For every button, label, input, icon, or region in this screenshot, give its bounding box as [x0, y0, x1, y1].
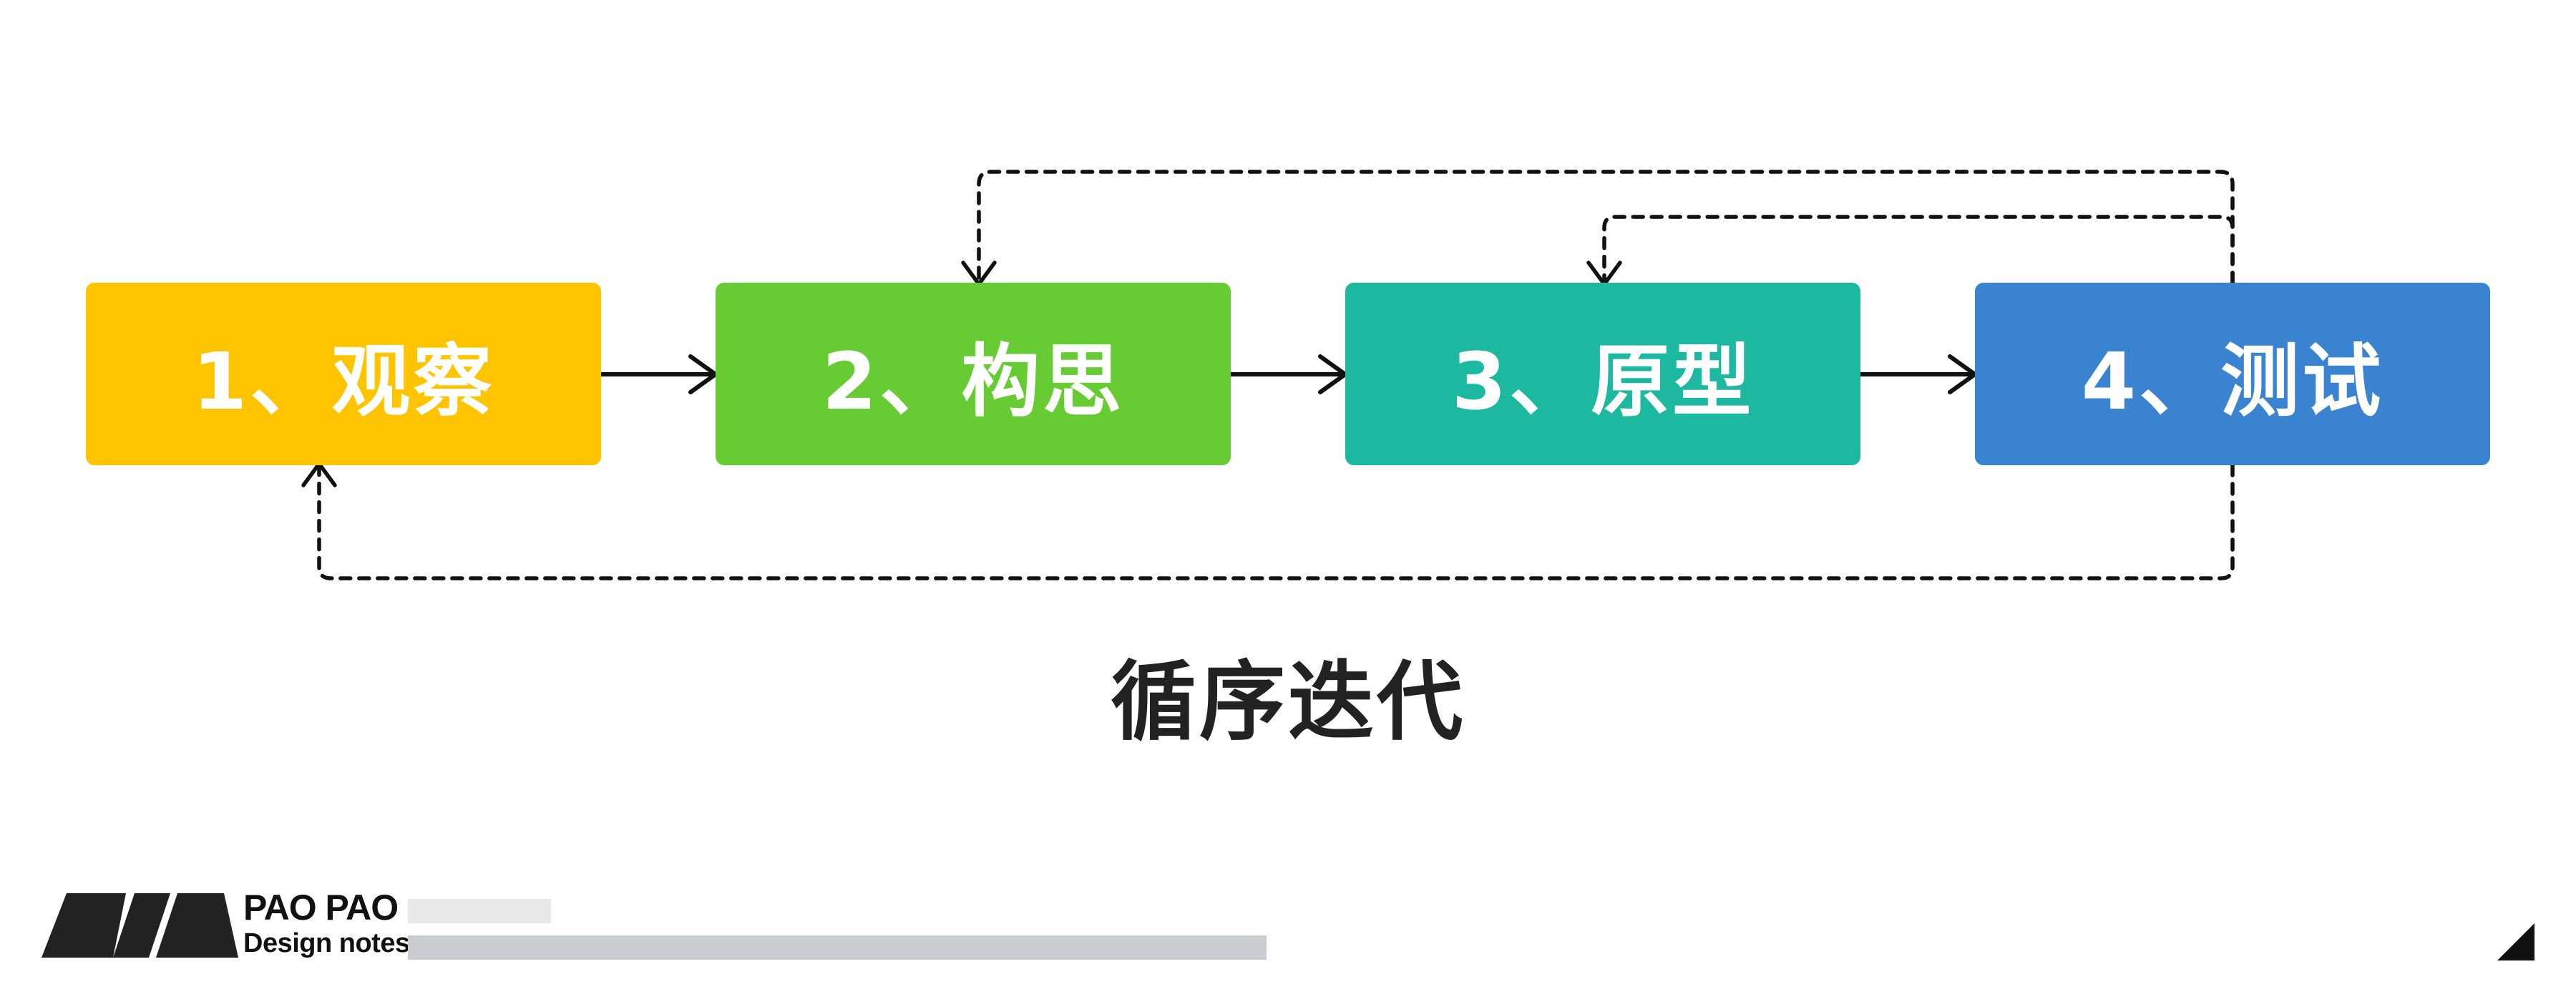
footer-bar-short — [408, 899, 551, 923]
brand-block: PAO PAO Design notes — [243, 890, 410, 957]
brand-subtitle: Design notes — [243, 928, 410, 958]
brand-logo-icon — [42, 893, 238, 958]
diagram-caption: 循序迭代 — [1111, 653, 1465, 752]
loop-test-to-observe — [301, 462, 2235, 580]
footer-bar-long — [408, 935, 1267, 960]
step-test-label: 4、测试 — [2081, 335, 2384, 427]
step-test-box: 4、测试 — [1975, 283, 2490, 465]
step-ideate-box: 2、构思 — [716, 283, 1231, 465]
step-prototype-label: 3、原型 — [1451, 335, 1755, 427]
step-ideate-label: 2、构思 — [821, 335, 1125, 427]
arrow-prototype-to-test — [1858, 354, 1977, 394]
step-observe-label: 1、观察 — [192, 335, 495, 427]
step-observe-box: 1、观察 — [86, 283, 601, 465]
step-prototype-box: 3、原型 — [1345, 283, 1860, 465]
corner-triangle-icon — [2497, 923, 2534, 960]
loop-test-to-ideate — [961, 170, 2235, 286]
arrow-observe-to-ideate — [599, 354, 718, 394]
brand-title: PAO PAO — [243, 887, 399, 928]
loop-test-to-prototype — [1586, 215, 2235, 286]
arrow-ideate-to-prototype — [1229, 354, 1347, 394]
